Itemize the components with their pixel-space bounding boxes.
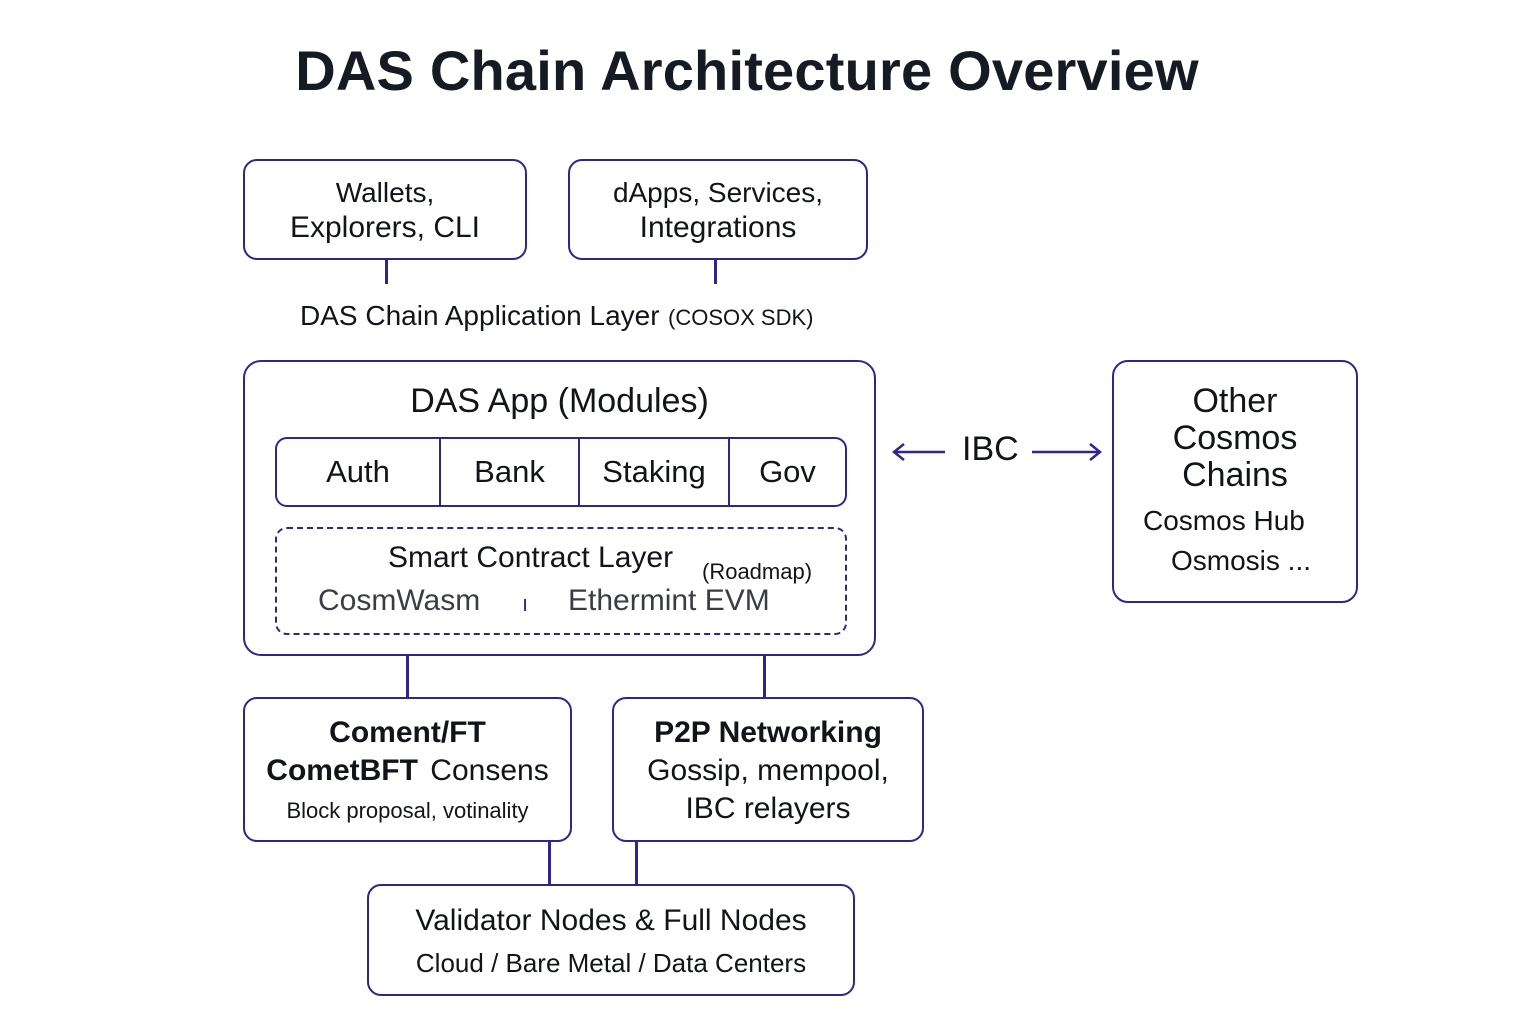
das-app-title: DAS App (Modules) — [410, 382, 709, 420]
ibc-label: IBC — [962, 430, 1019, 468]
ibc-arrow-right — [1032, 443, 1103, 461]
smart-contract-separator: ı — [522, 591, 529, 616]
module-divider — [439, 439, 441, 505]
p2p-line-3: IBC relayers — [685, 792, 851, 825]
consensus-line-2: CometBFT Consens — [245, 754, 570, 788]
app-layer-title: DAS Chain Application Layer — [300, 300, 660, 331]
smart-contract-layer: Smart Contract Layer (Roadmap) CosmWasm … — [275, 527, 847, 635]
other-chains-line-1: Other — [1192, 382, 1278, 420]
dapps-line-2: Integrations — [639, 211, 797, 244]
connector-validators-left — [548, 842, 551, 885]
connector-dapps — [714, 260, 717, 284]
module-divider — [728, 439, 730, 505]
p2p-line-2: Gossip, mempool, — [647, 754, 889, 787]
validators-line-1: Validator Nodes & Full Nodes — [415, 904, 807, 937]
module-divider — [578, 439, 580, 505]
other-chains-box: Other Cosmos Chains Cosmos Hub Osmosis .… — [1112, 360, 1358, 603]
connector-p2p — [763, 656, 766, 698]
chain-cosmos-hub: Cosmos Hub — [1143, 505, 1305, 536]
consensus-box: Coment/FT CometBFT Consens Block proposa… — [243, 697, 572, 842]
dapps-line-1: dApps, Services, — [612, 177, 824, 208]
wallets-box: Wallets, Explorers, CLI — [243, 159, 527, 260]
other-chains-line-3: Chains — [1182, 456, 1288, 494]
app-layer-sdk: (COSOX SDK) — [668, 305, 814, 330]
wallets-line-1: Wallets, — [335, 177, 435, 208]
module-staking: Staking — [602, 454, 706, 489]
dapps-box: dApps, Services, Integrations — [568, 159, 868, 260]
validators-line-2: Cloud / Bare Metal / Data Centers — [415, 948, 807, 978]
connector-consensus — [406, 656, 409, 698]
das-app-box: DAS App (Modules) Auth Bank Staking Gov … — [243, 360, 876, 656]
ethermint-label: Ethermint EVM — [568, 584, 770, 617]
connector-validators-right — [635, 842, 638, 885]
consensus-line-1: Coment/FT — [329, 716, 486, 749]
modules-row: Auth Bank Staking Gov — [275, 437, 847, 507]
module-bank: Bank — [474, 454, 545, 489]
cosmwasm-label: CosmWasm — [318, 584, 481, 617]
p2p-box: P2P Networking Gossip, mempool, IBC rela… — [612, 697, 924, 842]
module-auth: Auth — [326, 454, 390, 489]
consensus-cometbft: CometBFT — [266, 754, 418, 787]
smart-contract-roadmap: (Roadmap) — [702, 559, 813, 584]
consensus-consens: Consens — [430, 754, 549, 787]
p2p-line-1: P2P Networking — [654, 716, 882, 749]
other-chains-line-2: Cosmos — [1172, 419, 1298, 457]
connector-wallets — [385, 260, 388, 284]
app-layer-label: DAS Chain Application Layer (COSOX SDK) — [300, 300, 813, 332]
module-gov: Gov — [759, 454, 816, 489]
page-title: DAS Chain Architecture Overview — [295, 39, 1199, 102]
chain-osmosis: Osmosis ... — [1171, 545, 1312, 576]
validators-box: Validator Nodes & Full Nodes Cloud / Bar… — [367, 884, 855, 996]
ibc-arrow-left — [891, 443, 945, 461]
consensus-line-3: Block proposal, votinality — [286, 798, 529, 823]
wallets-line-2: Explorers, CLI — [289, 211, 481, 244]
smart-contract-title: Smart Contract Layer — [388, 541, 674, 574]
